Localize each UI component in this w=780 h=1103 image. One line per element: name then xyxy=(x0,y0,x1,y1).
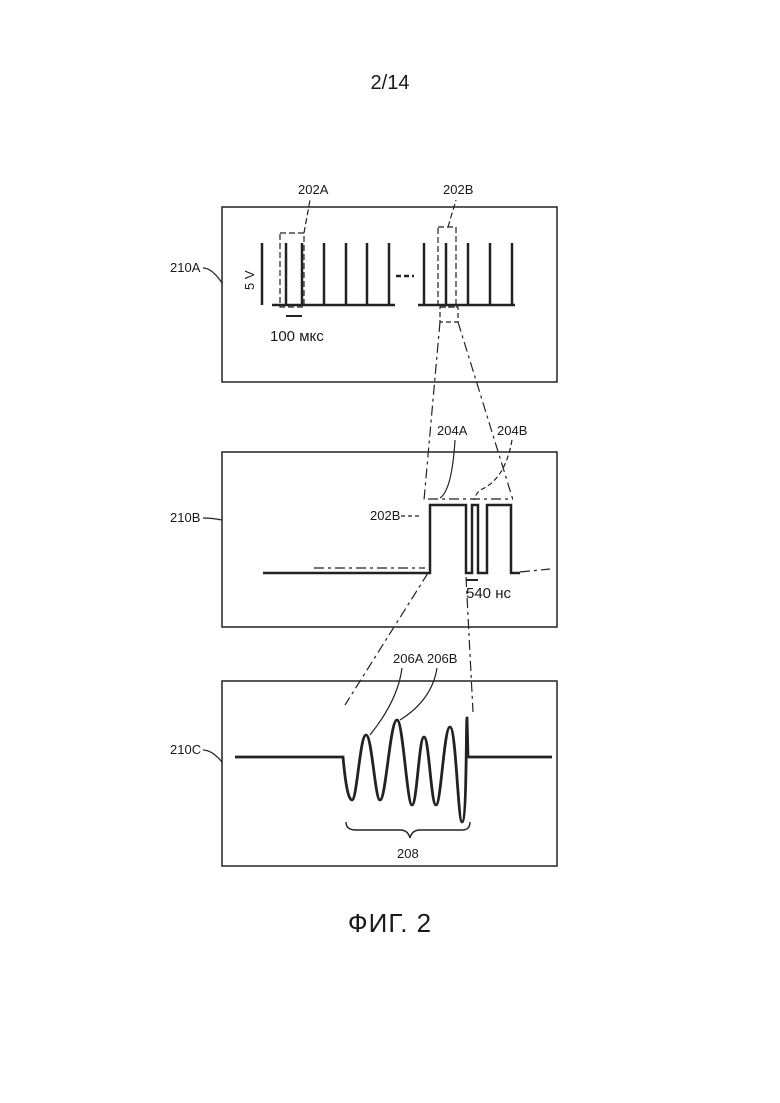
callout-leader-206a xyxy=(370,668,402,735)
oscillation-waveform xyxy=(235,718,552,822)
callout-label-202b-panel-b: 202B xyxy=(370,508,400,523)
callout-label-202b: 202B xyxy=(443,182,473,197)
panel-210c: 210C 206A 206B 208 xyxy=(170,651,557,866)
callout-label-206b: 206B xyxy=(427,651,457,666)
panel-210b: 210B 202B 204A 204B 540 нс xyxy=(170,423,557,627)
callout-leader-202b xyxy=(448,200,456,227)
panel-210c-leader xyxy=(203,750,222,762)
baseline-trailing xyxy=(520,569,550,572)
callout-leader-202a xyxy=(304,200,310,233)
callout-label-204a: 204A xyxy=(437,423,468,438)
panel-210a: 210A 5 V 202A xyxy=(170,182,557,382)
pulse-train-left xyxy=(272,243,395,305)
panel-210a-label: 210A xyxy=(170,260,201,275)
gap-label: 540 нс xyxy=(466,585,511,602)
zoom-box xyxy=(440,307,458,322)
bracket-label: 208 xyxy=(397,846,419,861)
zoom-lines-b-c xyxy=(345,573,473,712)
callout-label-202a: 202A xyxy=(298,182,329,197)
callout-label-204b: 204B xyxy=(497,423,527,438)
panel-210b-label: 210B xyxy=(170,510,200,525)
panel-210b-leader xyxy=(203,518,222,520)
voltage-label: 5 V xyxy=(242,270,257,290)
bracket-brace xyxy=(346,822,470,838)
pulse-train-right xyxy=(418,243,515,305)
panel-210c-label: 210C xyxy=(170,742,201,757)
callout-box-202a xyxy=(280,233,304,307)
callout-leader-204b xyxy=(474,440,512,500)
callout-label-206a: 206A xyxy=(393,651,424,666)
panel-210c-frame xyxy=(222,681,557,866)
period-label: 100 мкс xyxy=(270,328,324,345)
figure-caption: ФИГ. 2 xyxy=(0,908,780,939)
callout-leader-204a xyxy=(440,440,455,498)
callout-leader-206b xyxy=(400,668,437,720)
burst-waveform xyxy=(426,505,520,573)
panel-210a-leader xyxy=(203,268,222,283)
